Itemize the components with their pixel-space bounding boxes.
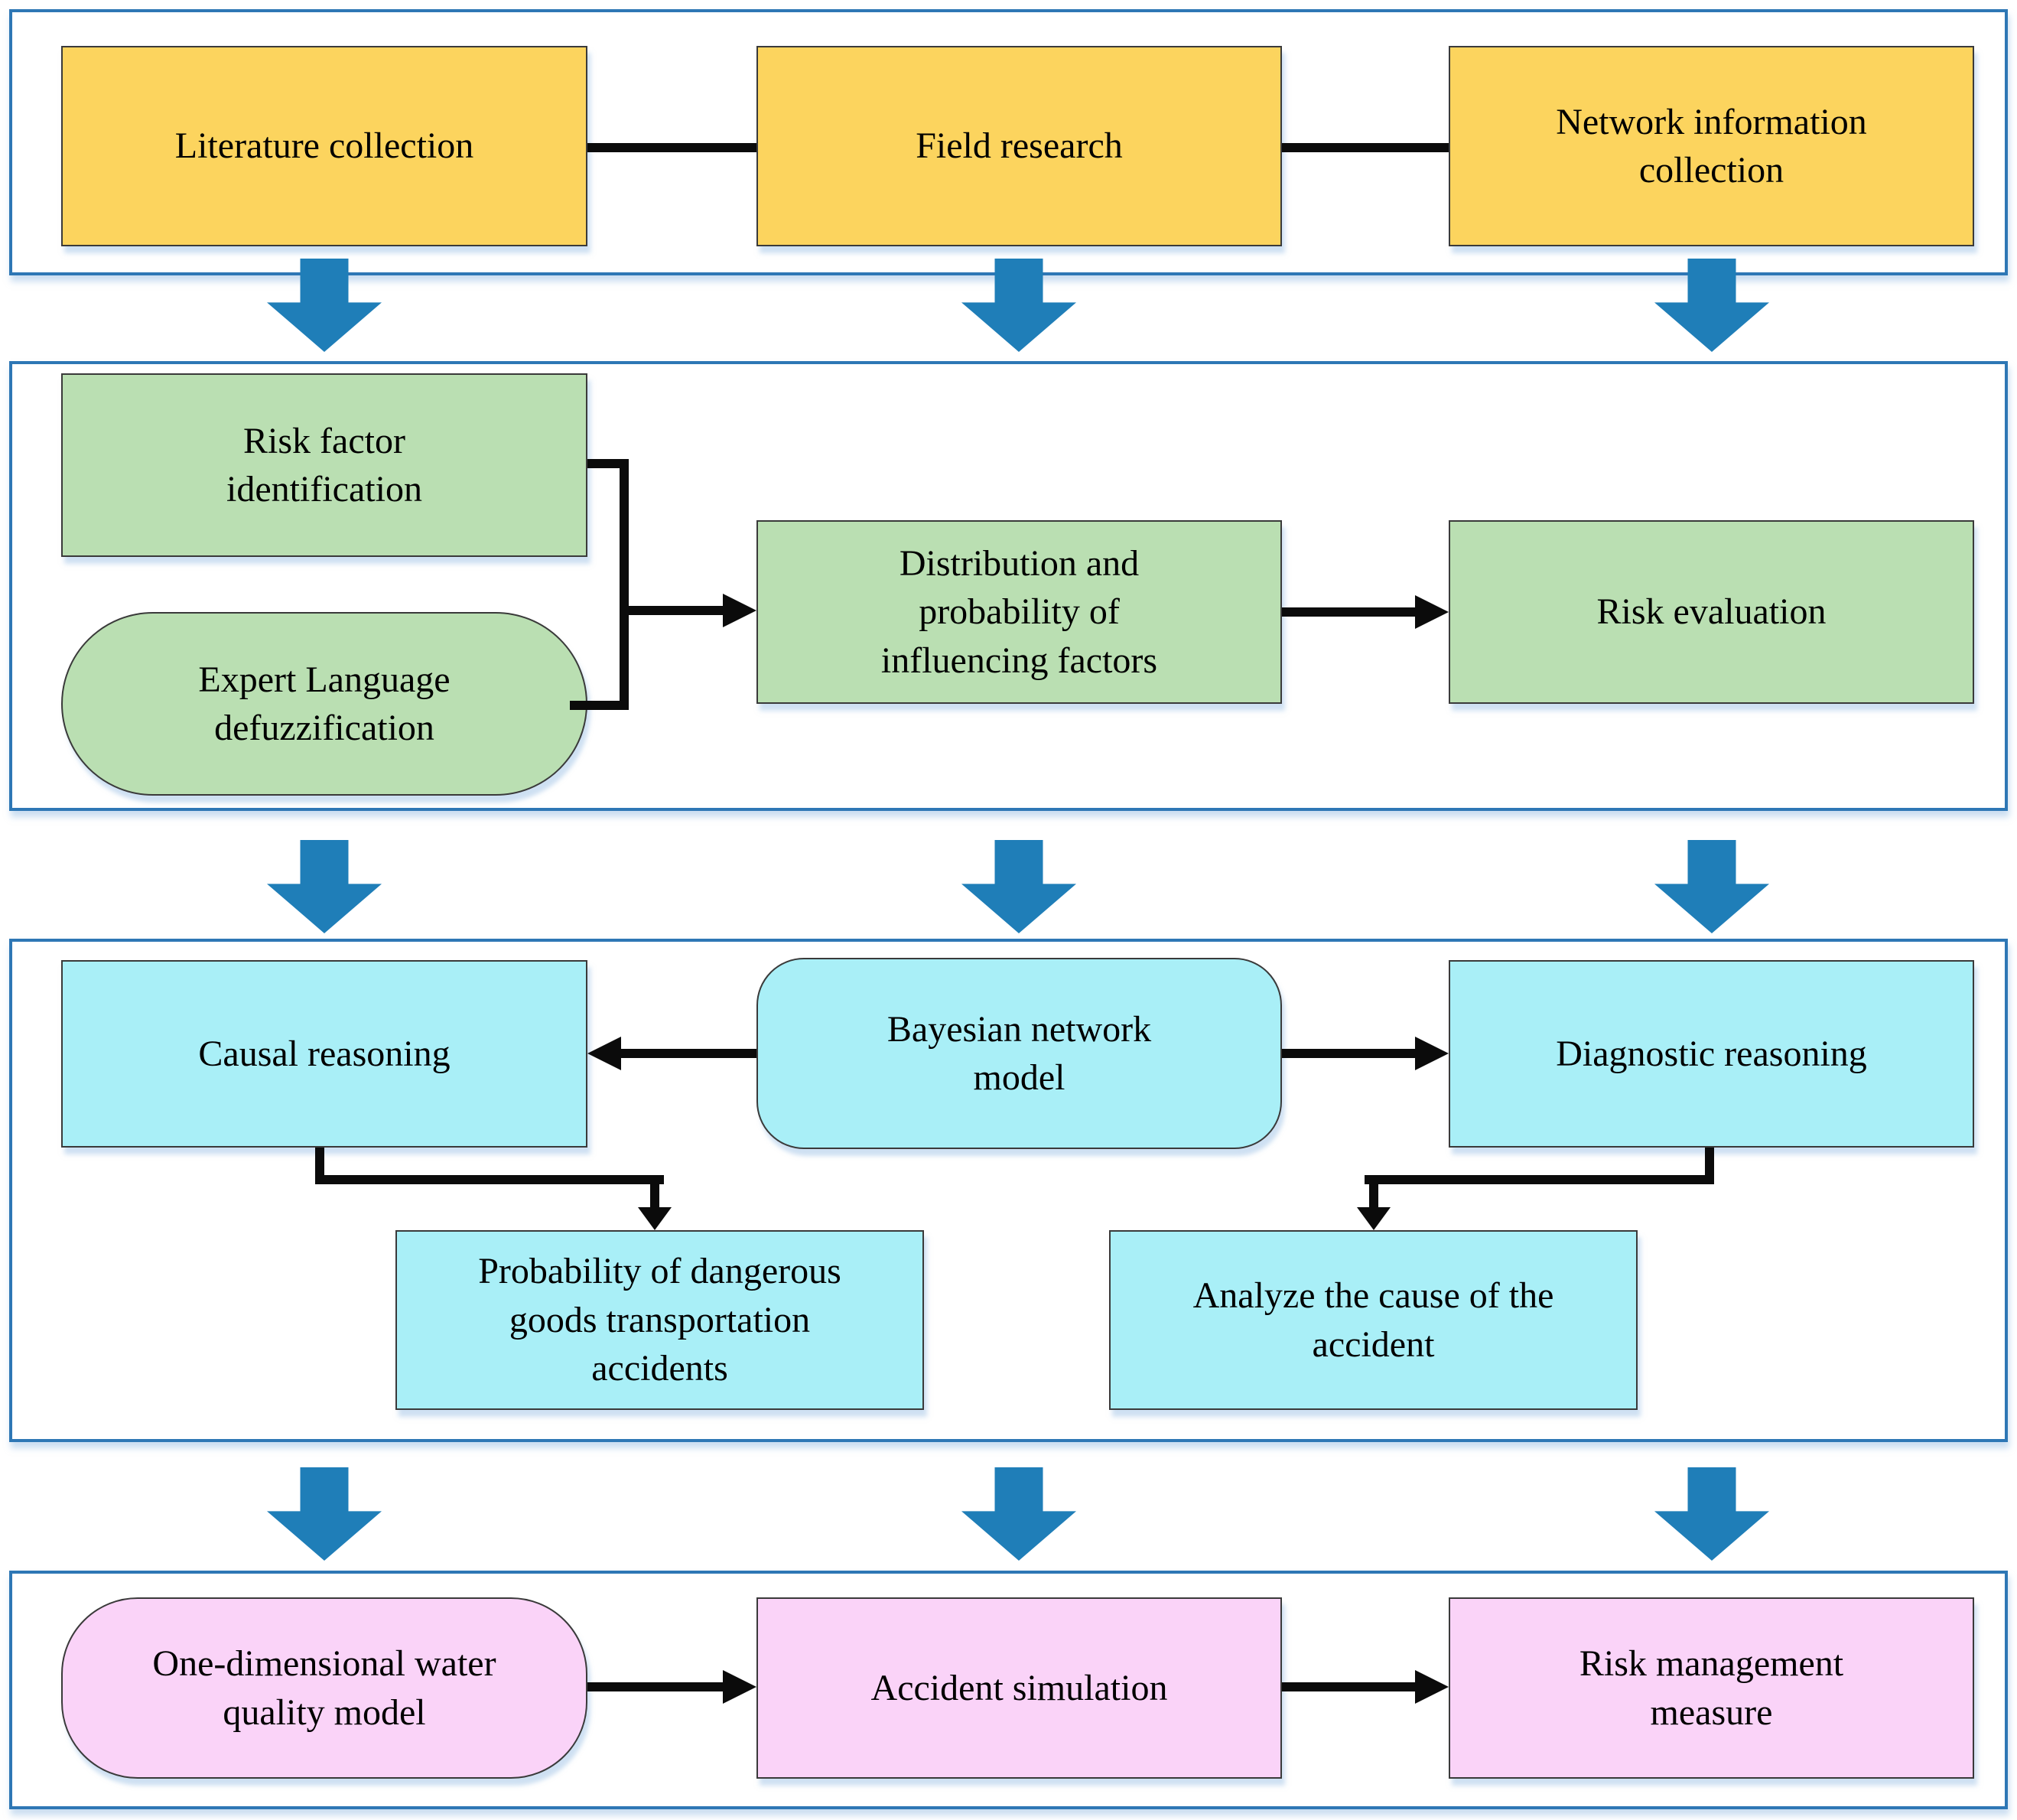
connector-line (1365, 1175, 1714, 1184)
node-bayesian-network-model: Bayesian network model (756, 958, 1282, 1149)
connector-line (1369, 1175, 1378, 1207)
arrowhead-down-icon (638, 1207, 672, 1230)
node-risk-evaluation: Risk evaluation (1449, 520, 1974, 704)
node-analyze-cause: Analyze the cause of the accident (1109, 1230, 1638, 1410)
arrowhead-left-icon (587, 1037, 621, 1070)
block-arrow-down-icon (267, 840, 382, 933)
connector-line (620, 606, 723, 615)
node-diagnostic-reasoning: Diagnostic reasoning (1449, 960, 1974, 1148)
arrowhead-right-icon (723, 594, 756, 627)
node-field-research: Field research (756, 46, 1282, 246)
block-arrow-down-icon (1654, 840, 1769, 933)
node-risk-factor-identification: Risk factor identification (61, 373, 587, 557)
connector-line (1282, 607, 1415, 617)
block-arrow-down-icon (267, 1467, 382, 1561)
connector-line (1282, 1049, 1415, 1058)
block-arrow-down-icon (961, 1467, 1076, 1561)
arrowhead-right-icon (1415, 1670, 1449, 1704)
node-label: One-dimensional water quality model (152, 1643, 496, 1733)
connector-line (650, 1175, 659, 1207)
node-label: Risk management measure (1579, 1643, 1844, 1733)
connector-line (620, 459, 629, 710)
node-label: Distribution and probability of influenc… (880, 542, 1158, 681)
node-label: Risk factor identification (226, 420, 422, 510)
node-accident-simulation: Accident simulation (756, 1597, 1282, 1779)
arrowhead-right-icon (1415, 1037, 1449, 1070)
node-water-quality-model: One-dimensional water quality model (61, 1597, 587, 1779)
node-network-information-collection: Network information collection (1449, 46, 1974, 246)
node-label: Accident simulation (870, 1667, 1168, 1708)
block-arrow-down-icon (961, 840, 1076, 933)
connector-line (587, 459, 629, 468)
node-causal-reasoning: Causal reasoning (61, 960, 587, 1148)
node-risk-management-measure: Risk management measure (1449, 1597, 1974, 1779)
node-expert-language-defuzzification: Expert Language defuzzification (61, 612, 587, 796)
node-label: Field research (916, 125, 1123, 167)
connector-line (1282, 1682, 1415, 1691)
connector-line (587, 143, 756, 152)
node-label: Literature collection (174, 125, 474, 167)
connector-line (1282, 143, 1449, 152)
node-label: Analyze the cause of the accident (1192, 1275, 1554, 1365)
node-label: Expert Language defuzzification (198, 659, 451, 748)
arrowhead-down-icon (1357, 1207, 1391, 1230)
arrowhead-right-icon (723, 1670, 756, 1704)
node-label: Probability of dangerous goods transport… (478, 1251, 841, 1389)
connector-line (315, 1175, 664, 1184)
node-label: Bayesian network model (887, 1008, 1152, 1098)
node-label: Network information collection (1556, 101, 1867, 190)
connector-line (587, 1682, 723, 1691)
node-distribution-probability: Distribution and probability of influenc… (756, 520, 1282, 704)
arrowhead-right-icon (1415, 595, 1449, 629)
node-label: Causal reasoning (198, 1033, 451, 1074)
connector-line (570, 701, 629, 710)
node-literature-collection: Literature collection (61, 46, 587, 246)
connector-line (621, 1049, 756, 1058)
node-label: Diagnostic reasoning (1556, 1033, 1867, 1074)
block-arrow-down-icon (1654, 1467, 1769, 1561)
node-probability-accidents: Probability of dangerous goods transport… (395, 1230, 924, 1410)
node-label: Risk evaluation (1596, 591, 1827, 633)
